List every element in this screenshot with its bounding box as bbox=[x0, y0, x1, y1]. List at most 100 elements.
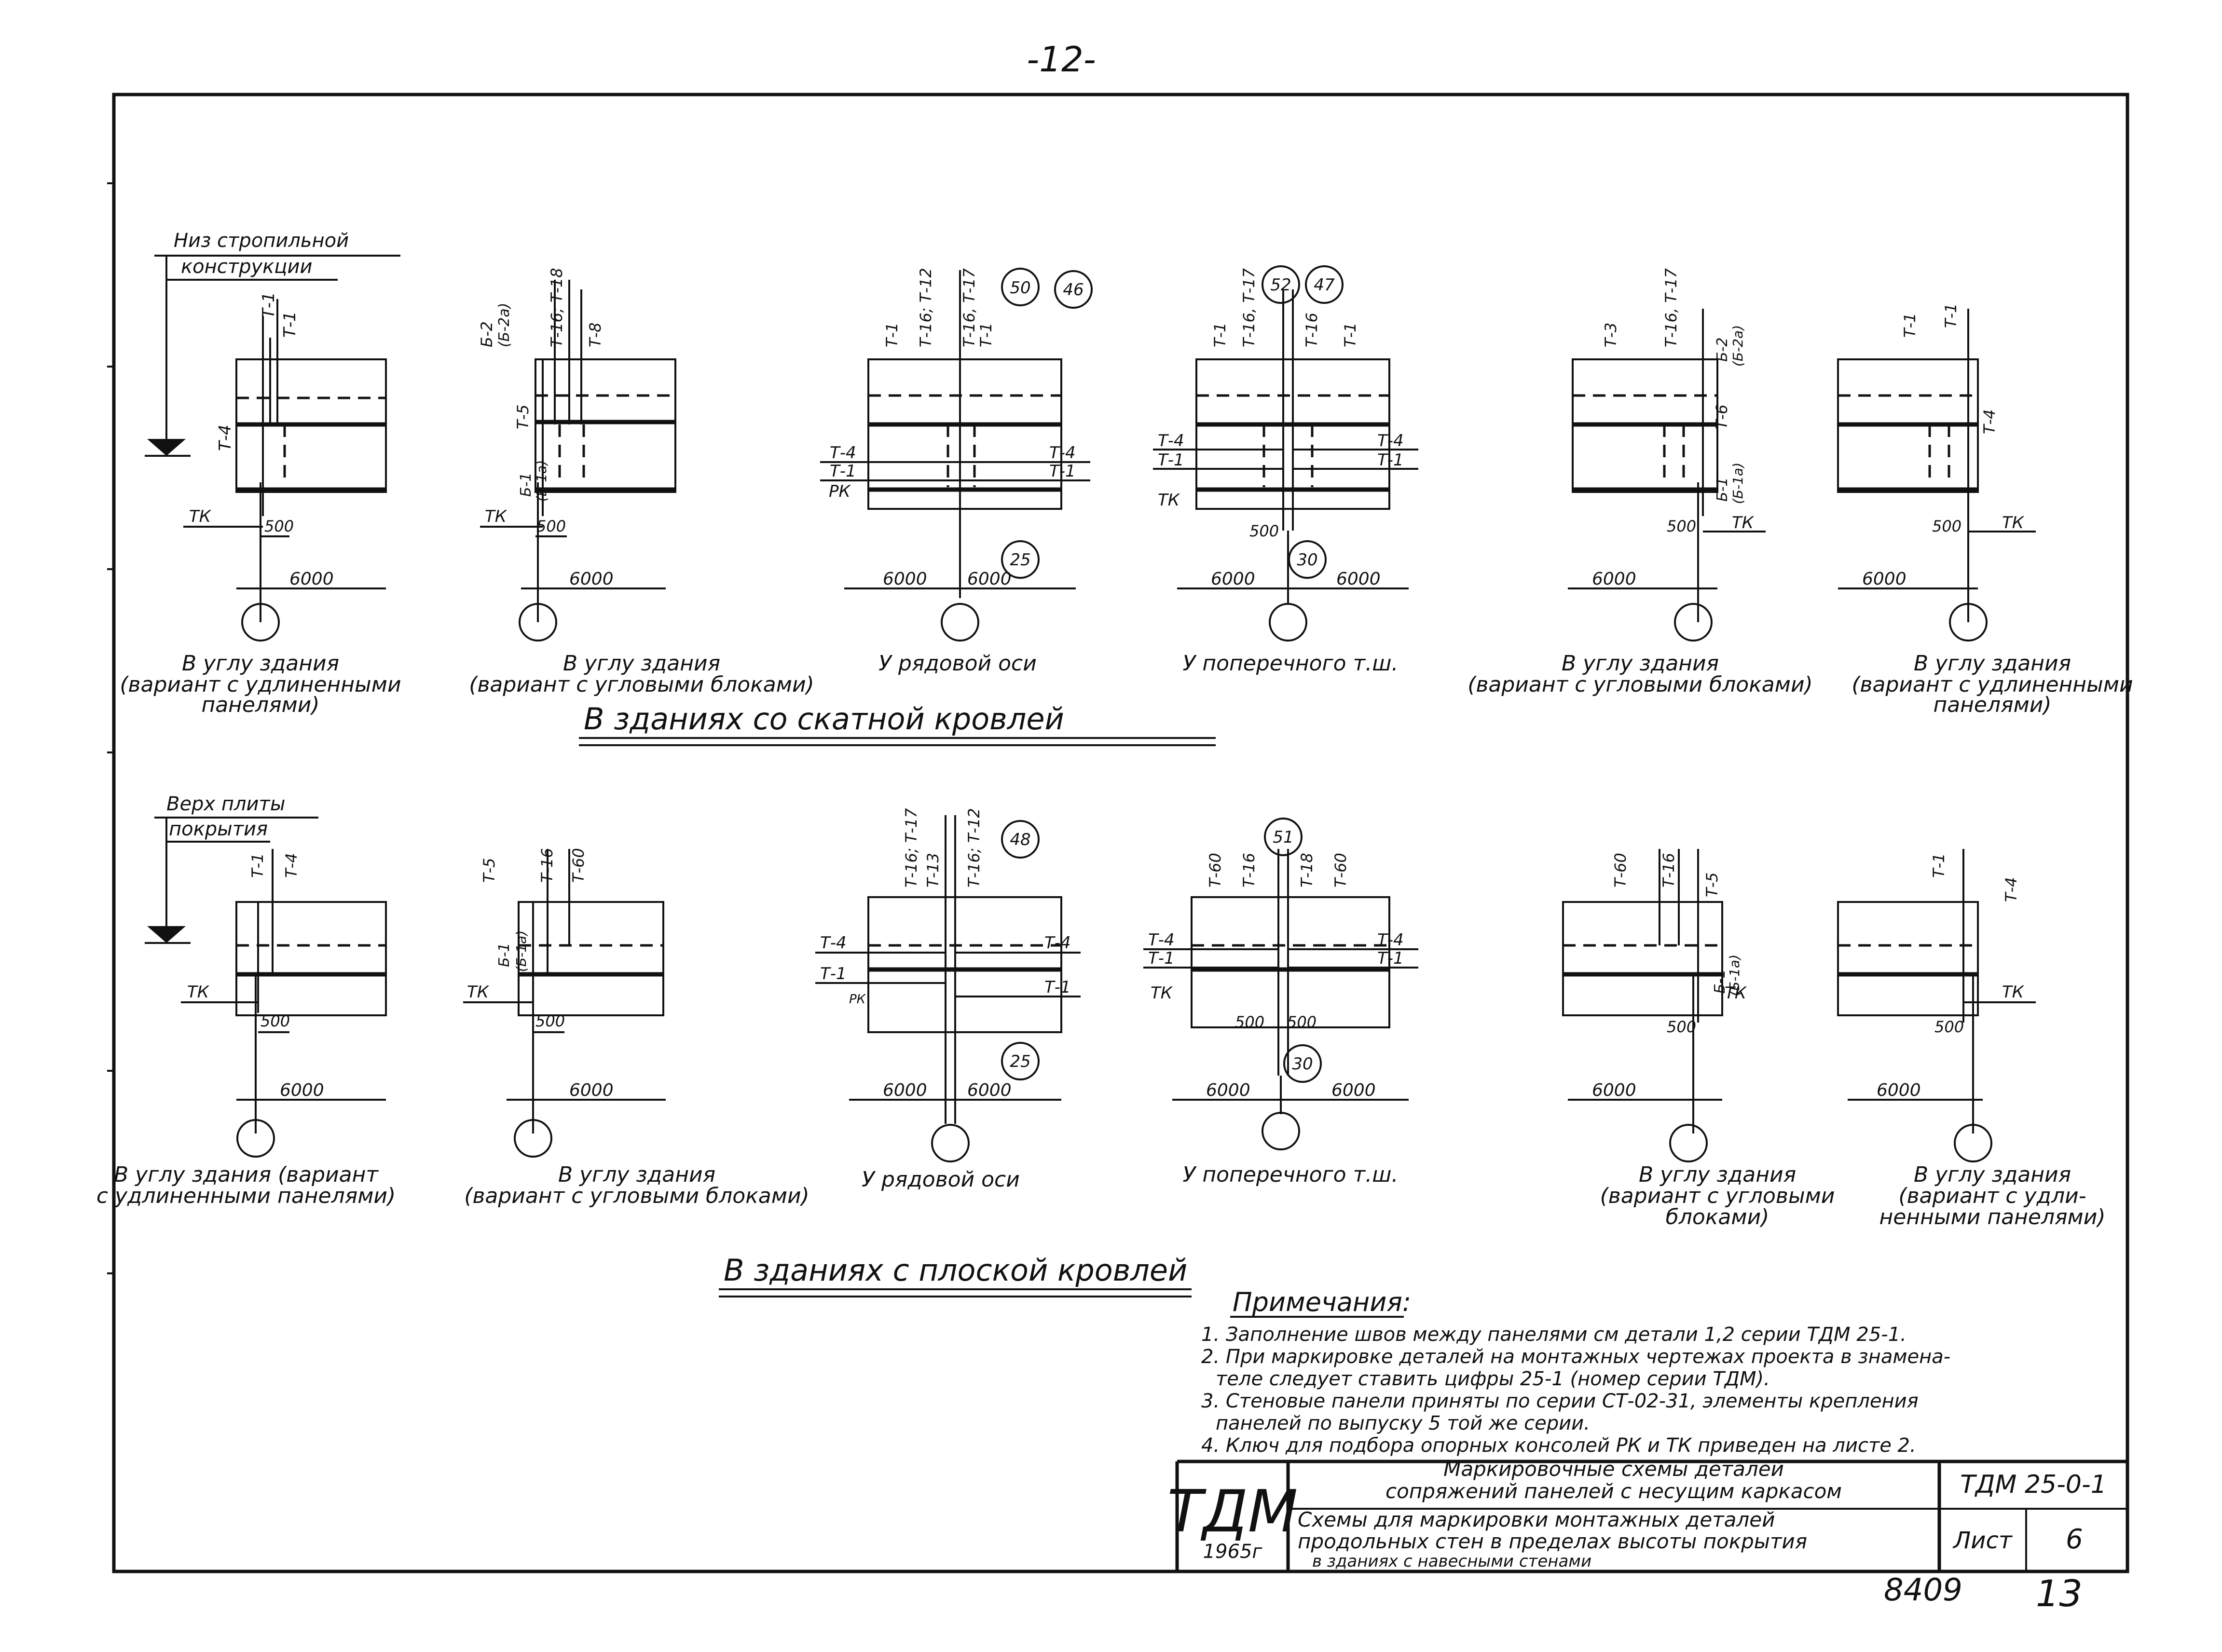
detail-r2-6: Т-1 Т-4 ТК 500 6000 В углу здания (вариа… bbox=[1837, 849, 2106, 1229]
svg-text:Т-4: Т-4 bbox=[1377, 930, 1404, 950]
svg-text:(Б-1а): (Б-1а) bbox=[534, 460, 549, 502]
svg-text:У поперечного т.ш.: У поперечного т.ш. bbox=[1183, 651, 1399, 676]
svg-text:Т-16; Т-18: Т-16; Т-18 bbox=[548, 268, 566, 347]
svg-text:50: 50 bbox=[1010, 278, 1030, 298]
svg-text:6000: 6000 bbox=[883, 1080, 927, 1100]
svg-text:500: 500 bbox=[1667, 517, 1696, 535]
svg-text:Т-4: Т-4 bbox=[820, 933, 847, 953]
svg-text:ТК: ТК bbox=[485, 507, 507, 526]
archive-number: 8409 bbox=[1884, 1572, 1962, 1608]
svg-text:блоками): блоками) bbox=[1666, 1205, 1769, 1229]
svg-text:Лист: Лист bbox=[1952, 1527, 2013, 1554]
svg-text:Т-1: Т-1 bbox=[830, 462, 856, 481]
level-marker-row1: Низ стропильной конструкции bbox=[145, 230, 400, 457]
svg-text:6000: 6000 bbox=[280, 1080, 324, 1100]
svg-text:Т-1: Т-1 bbox=[1377, 949, 1404, 968]
svg-text:В углу здания: В углу здания bbox=[1914, 1162, 2071, 1187]
svg-text:Маркировочные схемы деталей: Маркировочные схемы деталей bbox=[1443, 1457, 1784, 1481]
svg-text:Т-16, Т-17: Т-16, Т-17 bbox=[1662, 268, 1680, 347]
svg-text:В углу здания: В углу здания bbox=[1639, 1162, 1796, 1187]
svg-text:Схемы для маркировки монтажных: Схемы для маркировки монтажных деталей bbox=[1298, 1508, 1775, 1531]
notes-heading: Примечания: bbox=[1233, 1287, 1411, 1317]
svg-text:продольных стен в пределах выс: продольных стен в пределах высоты покрыт… bbox=[1298, 1529, 1807, 1553]
detail-r2-3: Т-16; Т-17 Т-13 Т-16; Т-12 Т-4 Т-1 РК Т-… bbox=[815, 808, 1081, 1192]
svg-text:У рядовой оси: У рядовой оси bbox=[862, 1167, 1020, 1192]
svg-text:Т-13: Т-13 bbox=[924, 853, 942, 887]
series-code: ТДМ 25-0-1 bbox=[1960, 1470, 2107, 1499]
svg-text:(вариант с удли-: (вариант с удли- bbox=[1898, 1184, 2086, 1208]
svg-text:Т-5: Т-5 bbox=[514, 405, 532, 429]
detail-r1-3: Т-1 Т-16; Т-12 Т-16, Т-17 Т-1 Т-4 Т-1 РК… bbox=[820, 268, 1093, 676]
svg-text:Т-4: Т-4 bbox=[1377, 431, 1404, 451]
svg-text:Т-1: Т-1 bbox=[1148, 949, 1175, 968]
detail-r1-4: Т-1 Т-16, Т-17 Т-16 Т-1 Т-4 Т-1 ТК Т-4 Т… bbox=[1153, 265, 1418, 676]
svg-text:Т-16; Т-12: Т-16; Т-12 bbox=[917, 268, 935, 347]
svg-text:Т-4: Т-4 bbox=[1158, 431, 1184, 451]
svg-text:6000: 6000 bbox=[1877, 1080, 1921, 1100]
svg-text:6000: 6000 bbox=[967, 569, 1012, 589]
svg-text:(Б-2а): (Б-2а) bbox=[1730, 325, 1746, 367]
svg-text:(Б-1а): (Б-1а) bbox=[1727, 955, 1742, 996]
svg-text:панелей по выпуску 5 той же се: панелей по выпуску 5 той же серии. bbox=[1216, 1412, 1590, 1434]
svg-text:6000: 6000 bbox=[289, 569, 334, 589]
svg-text:6000: 6000 bbox=[1206, 1080, 1250, 1100]
svg-text:Б-2: Б-2 bbox=[1714, 338, 1731, 362]
svg-text:Т-4: Т-4 bbox=[2002, 877, 2020, 902]
svg-text:Т-4: Т-4 bbox=[1148, 930, 1175, 950]
svg-text:В углу здания: В углу здания bbox=[558, 1162, 715, 1187]
svg-text:(вариант с удлиненными: (вариант с удлиненными bbox=[1852, 672, 2133, 697]
svg-text:6000: 6000 bbox=[1336, 569, 1381, 589]
svg-text:РК: РК bbox=[829, 482, 851, 501]
svg-text:25: 25 bbox=[1010, 1052, 1030, 1071]
svg-text:Т-1: Т-1 bbox=[248, 853, 267, 878]
sheet-number: 6 bbox=[2066, 1524, 2083, 1555]
svg-text:Т-4: Т-4 bbox=[282, 853, 301, 878]
svg-text:Т-3: Т-3 bbox=[1602, 323, 1620, 347]
svg-text:Т-6: Т-6 bbox=[1713, 405, 1731, 429]
svg-text:Т-16: Т-16 bbox=[1660, 853, 1678, 887]
svg-text:ТК: ТК bbox=[1725, 983, 1747, 1003]
svg-text:6000: 6000 bbox=[1211, 569, 1255, 589]
svg-text:46: 46 bbox=[1063, 280, 1084, 300]
svg-text:В углу здания: В углу здания bbox=[563, 651, 720, 676]
svg-text:Т-1: Т-1 bbox=[280, 311, 300, 338]
level-label-top-2: Верх плиты bbox=[166, 793, 285, 815]
svg-text:Т-1: Т-1 bbox=[1901, 313, 1919, 338]
svg-text:Т-4: Т-4 bbox=[830, 443, 856, 463]
svg-text:Б-1: Б-1 bbox=[1712, 969, 1728, 994]
svg-text:Т-16; Т-17: Т-16; Т-17 bbox=[902, 808, 920, 887]
svg-text:51: 51 bbox=[1273, 828, 1293, 847]
detail-r2-5: Т-60 Т-16 Т-5 Б-1 (Б-1а) ТК 500 6000 В у… bbox=[1562, 849, 1835, 1229]
svg-text:Т-1: Т-1 bbox=[1942, 303, 1960, 328]
level-marker-row2: Верх плиты покрытия bbox=[145, 793, 318, 944]
detail-r1-5: Т-3 Т-16, Т-17 Б-2 (Б-2а) Т-6 Б-1 (Б-1а)… bbox=[1468, 268, 1812, 697]
svg-text:6000: 6000 bbox=[883, 569, 927, 589]
svg-text:ТК: ТК bbox=[2002, 983, 2025, 1002]
svg-text:Т-1: Т-1 bbox=[1377, 451, 1404, 470]
svg-text:25: 25 bbox=[1010, 550, 1030, 570]
svg-text:(вариант с удлиненными: (вариант с удлиненными bbox=[120, 672, 401, 697]
title-block: ТДМ 1965г Маркировочные схемы деталей со… bbox=[1167, 1457, 2127, 1571]
detail-r1-2: Б-2 (Б-2а) Т-16; Т-18 Т-8 Т-5 Б-1 (Б-1а)… bbox=[469, 268, 814, 697]
svg-text:ненными панелями): ненными панелями) bbox=[1879, 1205, 2105, 1229]
svg-text:РК: РК bbox=[849, 992, 866, 1007]
svg-text:ТК: ТК bbox=[467, 983, 490, 1002]
detail-r2-4: Т-60 Т-16 Т-18 Т-60 Т-4 Т-1 ТК Т-4 Т-1 5… bbox=[1143, 818, 1418, 1187]
svg-text:Т-1: Т-1 bbox=[1930, 853, 1948, 878]
svg-text:ТК: ТК bbox=[1732, 513, 1755, 532]
svg-text:с удлиненными панелями): с удлиненными панелями) bbox=[96, 1184, 396, 1208]
svg-text:1965г: 1965г bbox=[1203, 1541, 1263, 1563]
svg-text:Т-1: Т-1 bbox=[1049, 462, 1076, 481]
svg-text:30: 30 bbox=[1297, 550, 1317, 570]
svg-text:Т-16; Т-12: Т-16; Т-12 bbox=[965, 808, 983, 887]
svg-text:В углу здания: В углу здания bbox=[182, 651, 339, 676]
drawing-frame bbox=[112, 93, 2129, 1573]
svg-text:Т-1: Т-1 bbox=[820, 964, 847, 983]
svg-text:Т-4: Т-4 bbox=[1049, 443, 1076, 463]
svg-text:сопряжений панелей с несущим к: сопряжений панелей с несущим каркасом bbox=[1385, 1479, 1842, 1503]
svg-text:ТК: ТК bbox=[1158, 491, 1180, 510]
svg-text:30: 30 bbox=[1292, 1054, 1313, 1074]
level-label-bottom-2: покрытия bbox=[169, 818, 268, 840]
svg-text:в зданиях с навесными стенами: в зданиях с навесными стенами bbox=[1312, 1552, 1591, 1571]
